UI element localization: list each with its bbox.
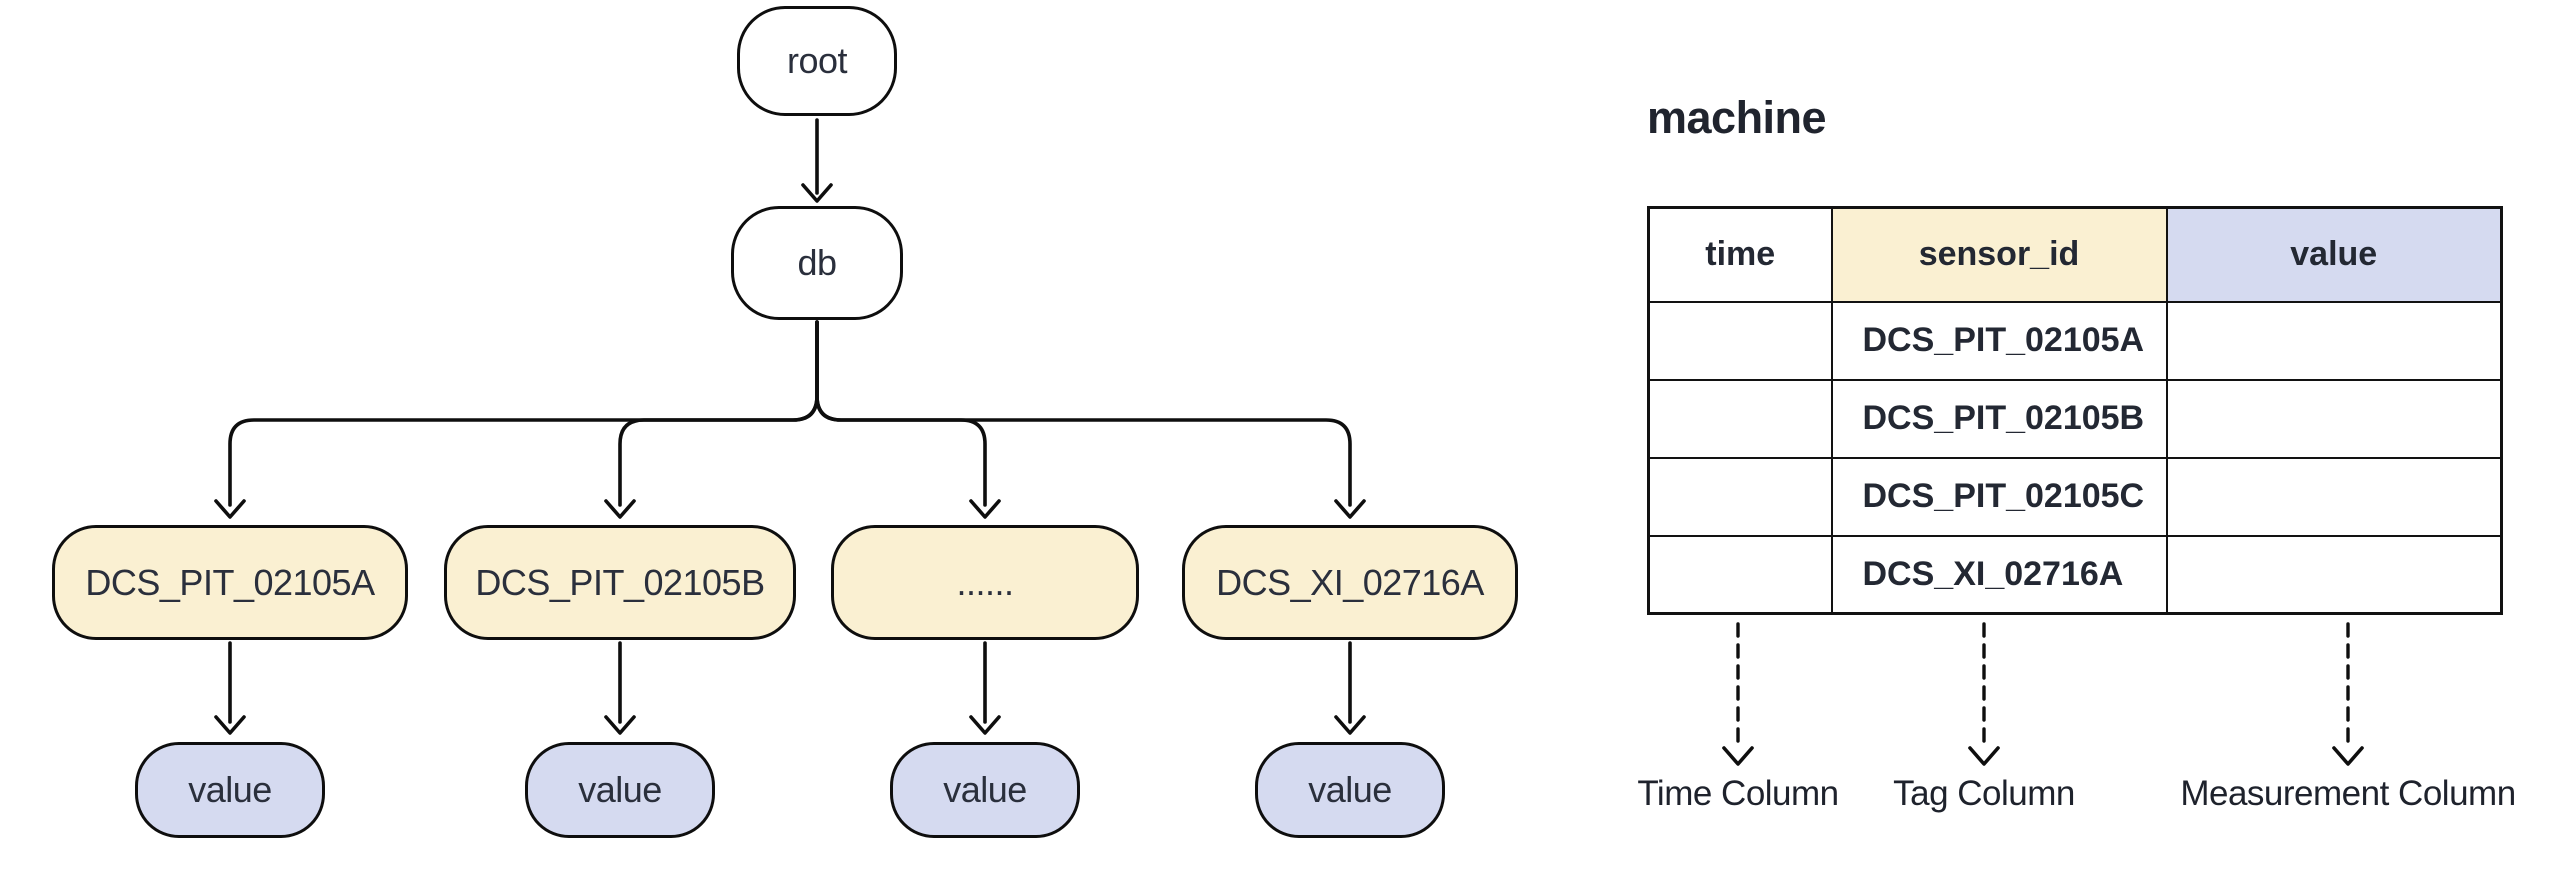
value-node-label: value xyxy=(1308,769,1392,810)
sensor-node: DCS_PIT_02105A xyxy=(52,525,408,640)
arrowhead-icon xyxy=(604,715,636,735)
machine-table: time sensor_id value DCS_PIT_02105A DCS_… xyxy=(1647,206,2503,615)
sensor-id-cell: DCS_PIT_02105C xyxy=(1830,456,2168,537)
arrowhead-icon xyxy=(801,183,833,203)
sensor-node-label: DCS_PIT_02105B xyxy=(475,561,765,603)
sensor-node-label: ...... xyxy=(956,561,1014,603)
value-node-label: value xyxy=(578,769,662,810)
node-root: root xyxy=(737,6,897,116)
arrowhead-icon xyxy=(214,499,246,519)
branch-db-to-sensor-2 xyxy=(618,320,819,507)
sensor-node: DCS_XI_02716A xyxy=(1182,525,1518,640)
value-node: value xyxy=(525,742,715,838)
table-row: DCS_PIT_02105B xyxy=(1647,378,2503,459)
table-row: DCS_PIT_02105C xyxy=(1647,456,2503,537)
sensor-id-cell: DCS_PIT_02105A xyxy=(1830,300,2168,381)
arrowhead-icon xyxy=(1334,499,1366,519)
value-node-label: value xyxy=(943,769,1027,810)
dashed-column-arrows xyxy=(1722,622,2364,766)
sensor-node-label: DCS_XI_02716A xyxy=(1216,561,1484,603)
arrowhead-icon xyxy=(969,499,1001,519)
arrowhead-icon xyxy=(969,715,1001,735)
column-header-sensor-id: sensor_id xyxy=(1830,206,2168,303)
table-title: machine xyxy=(1647,92,1827,143)
node-db-label: db xyxy=(797,242,837,283)
value-node: value xyxy=(890,742,1080,838)
column-header-value: value xyxy=(2165,206,2503,303)
node-root-label: root xyxy=(786,40,848,81)
value-cell xyxy=(2165,456,2503,537)
value-cell xyxy=(2165,300,2503,381)
arrowhead-icon xyxy=(2332,746,2364,766)
table-row: DCS_PIT_02105A xyxy=(1647,300,2503,381)
column-header-time: time xyxy=(1647,206,1833,303)
time-cell xyxy=(1647,300,1833,381)
value-node: value xyxy=(135,742,325,838)
time-cell xyxy=(1647,534,1833,615)
branch-db-to-sensor-3 xyxy=(815,320,987,507)
node-db: db xyxy=(731,206,903,320)
branch-db-to-sensor-1 xyxy=(228,320,819,507)
value-node-label: value xyxy=(188,769,272,810)
arrowhead-icon xyxy=(604,499,636,519)
value-cell xyxy=(2165,378,2503,459)
arrowhead-icon xyxy=(214,715,246,735)
arrowhead-icon xyxy=(1968,746,2000,766)
time-cell xyxy=(1647,456,1833,537)
table-row: DCS_XI_02716A xyxy=(1647,534,2503,615)
arrowhead-icon xyxy=(1722,746,1754,766)
value-cell xyxy=(2165,534,2503,615)
sensor-id-cell: DCS_XI_02716A xyxy=(1830,534,2168,615)
sensor-id-cell: DCS_PIT_02105B xyxy=(1830,378,2168,459)
arrowhead-icon xyxy=(1334,715,1366,735)
branch-db-to-sensor-4 xyxy=(815,320,1352,507)
sensor-node-label: DCS_PIT_02105A xyxy=(85,561,375,603)
time-cell xyxy=(1647,378,1833,459)
table-header-row: time sensor_id value xyxy=(1647,206,2503,303)
value-node: value xyxy=(1255,742,1445,838)
sensor-node: DCS_PIT_02105B xyxy=(444,525,796,640)
tree-connectors xyxy=(214,118,1366,735)
annotation-time-column: Time Column xyxy=(1637,774,1839,813)
sensor-node: ...... xyxy=(831,525,1139,640)
annotation-tag-column: Tag Column xyxy=(1893,774,2075,813)
annotation-measurement-column: Measurement Column xyxy=(2180,774,2516,813)
